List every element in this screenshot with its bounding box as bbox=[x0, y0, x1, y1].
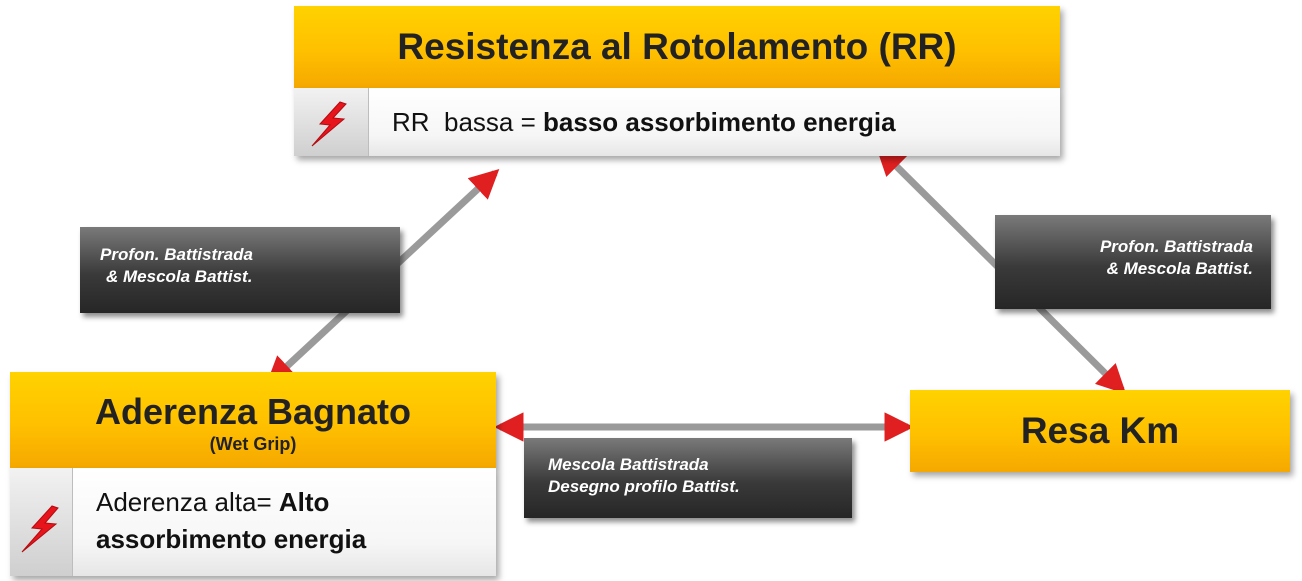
wetgrip-note-bold-2: assorbimento energia bbox=[96, 524, 367, 554]
rr-note: RR bassa = basso assorbimento energia bbox=[392, 88, 896, 156]
km-title: Resa Km bbox=[1020, 410, 1180, 451]
edge-label-left: Profon. Battistrada & Mescola Battist. bbox=[80, 227, 400, 313]
wetgrip-bolt-tile bbox=[10, 468, 73, 576]
wetgrip-title-box: Aderenza Bagnato (Wet Grip) bbox=[10, 372, 496, 468]
edge-label-right: Profon. Battistrada & Mescola Battist. bbox=[995, 215, 1271, 309]
wetgrip-title: Aderenza Bagnato bbox=[94, 391, 412, 432]
rr-note-panel: RR bassa = basso assorbimento energia bbox=[294, 88, 1060, 156]
wetgrip-note-bold-1: Alto bbox=[278, 487, 330, 517]
edge-label-bottom-line1: Mescola Battistrada bbox=[548, 455, 709, 474]
edge-label-bottom-line2: Desegno profilo Battist. bbox=[548, 477, 740, 496]
edge-label-right-line1: Profon. Battistrada bbox=[1099, 237, 1253, 256]
wetgrip-subtitle: (Wet Grip) bbox=[209, 434, 297, 454]
rr-title-box: Resistenza al Rotolamento (RR) bbox=[294, 6, 1060, 88]
wetgrip-note-panel: Aderenza alta= Alto assorbimento energia bbox=[10, 468, 496, 576]
rr-note-prefix: RR bassa = bbox=[392, 107, 544, 137]
km-title-box: Resa Km bbox=[910, 390, 1290, 472]
rr-bolt-tile bbox=[294, 88, 369, 156]
edge-label-left-line2: & Mescola Battist. bbox=[106, 267, 253, 286]
wetgrip-note-prefix: Aderenza alta= bbox=[96, 487, 279, 517]
wetgrip-note: Aderenza alta= Alto assorbimento energia bbox=[96, 484, 366, 558]
edge-label-right-line2: & Mescola Battist. bbox=[1106, 259, 1253, 278]
lightning-bolt-icon bbox=[311, 101, 347, 147]
edge-label-left-line1: Profon. Battistrada bbox=[100, 245, 254, 264]
edge-label-bottom: Mescola Battistrada Desegno profilo Batt… bbox=[524, 438, 852, 518]
rr-note-bold: basso assorbimento energia bbox=[543, 107, 896, 137]
lightning-bolt-icon bbox=[21, 505, 59, 553]
rr-title: Resistenza al Rotolamento (RR) bbox=[397, 26, 957, 67]
